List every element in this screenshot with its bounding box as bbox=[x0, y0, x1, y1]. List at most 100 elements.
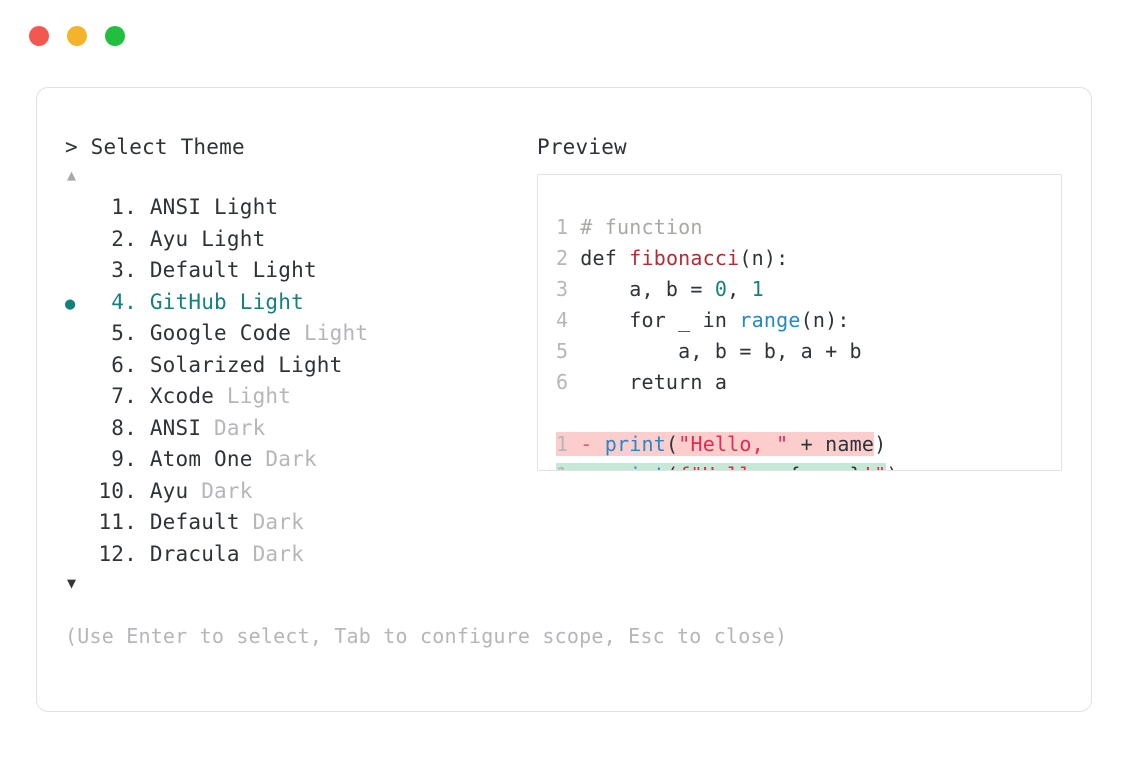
code-token: # function bbox=[580, 215, 703, 239]
theme-item-number: 9. bbox=[98, 447, 137, 471]
theme-item-number: 7. bbox=[98, 384, 137, 408]
theme-list-item[interactable]: 11. Default Dark bbox=[65, 507, 525, 539]
code-token: def bbox=[580, 246, 630, 270]
theme-list-item[interactable]: 7. Xcode Light bbox=[65, 381, 525, 413]
code-spacer bbox=[568, 432, 580, 456]
theme-list-item[interactable]: 6. Solarized Light bbox=[65, 350, 525, 382]
code-spacer bbox=[568, 308, 580, 332]
theme-item-name: Xcode bbox=[137, 384, 215, 408]
theme-item-name: Default bbox=[137, 510, 240, 534]
code-token: !" bbox=[862, 463, 886, 470]
theme-item-number: 4. bbox=[98, 289, 137, 314]
theme-item-number: 12. bbox=[98, 541, 137, 566]
diff-highlight: 1 + print(f"Hello, {name}!" bbox=[556, 460, 887, 470]
code-line: 1 # function bbox=[556, 212, 899, 243]
theme-item-variant: Dark bbox=[188, 478, 253, 503]
code-token: ) bbox=[886, 463, 898, 470]
code-blank-line bbox=[556, 398, 899, 429]
line-number: 1 bbox=[556, 432, 569, 456]
code-token: print bbox=[605, 463, 666, 470]
code-line: 3 a, b = 0, 1 bbox=[556, 274, 899, 305]
theme-item-name: GitHub Light bbox=[137, 289, 304, 314]
diff-sign: + bbox=[580, 463, 592, 470]
line-number: 4 bbox=[556, 308, 569, 332]
preview-column: Preview bbox=[537, 132, 1067, 162]
code-token: return a bbox=[580, 370, 728, 394]
theme-item-variant: Light bbox=[291, 321, 369, 345]
theme-list-item[interactable]: 5. Google Code Light bbox=[65, 318, 525, 350]
line-number: 1 bbox=[556, 215, 569, 239]
code-line: 2 def fibonacci(n): bbox=[556, 243, 899, 274]
code-token: print bbox=[604, 432, 666, 456]
theme-item-name: Google Code bbox=[137, 321, 292, 345]
code-spacer bbox=[568, 246, 580, 270]
window-titlebar bbox=[0, 0, 1129, 72]
theme-list-item[interactable]: 9. Atom One Dark bbox=[65, 444, 525, 476]
code-token: (n): bbox=[800, 308, 850, 332]
diff-sign: - bbox=[580, 432, 593, 456]
theme-item-number: 11. bbox=[98, 510, 137, 534]
code-spacer bbox=[593, 463, 605, 470]
theme-item-variant: Dark bbox=[252, 447, 317, 471]
code-token: a, b = b, a + b bbox=[580, 339, 862, 363]
code-spacer bbox=[568, 277, 580, 301]
code-token: f"Hello, bbox=[678, 463, 788, 470]
line-number: 3 bbox=[556, 277, 569, 301]
line-number: 2 bbox=[556, 246, 569, 270]
code-token: 1 bbox=[751, 277, 764, 301]
theme-item-name: ANSI bbox=[137, 415, 202, 440]
preview-label: Preview bbox=[537, 135, 627, 159]
code-token: fibonacci bbox=[629, 246, 740, 270]
code-spacer bbox=[568, 370, 580, 394]
theme-item-name: ANSI Light bbox=[137, 195, 279, 219]
line-number: 1 bbox=[556, 460, 568, 470]
page-title: > Select Theme bbox=[65, 135, 245, 159]
theme-list-item[interactable]: 10. Ayu Dark bbox=[65, 476, 525, 508]
code-token: "Hello, " bbox=[678, 432, 789, 456]
theme-list-item[interactable]: ● 4. GitHub Light bbox=[65, 287, 525, 319]
theme-selector-column: > Select Theme ▲ 1. ANSI Light 2. Ayu Li… bbox=[65, 132, 525, 596]
code-spacer bbox=[593, 432, 605, 456]
code-line: 6 return a bbox=[556, 367, 899, 398]
theme-item-number: 1. bbox=[98, 195, 137, 219]
zoom-window-button[interactable] bbox=[105, 26, 125, 46]
minimize-window-button[interactable] bbox=[67, 26, 87, 46]
scroll-up-indicator-icon[interactable]: ▲ bbox=[67, 166, 77, 184]
theme-list-item[interactable]: 2. Ayu Light bbox=[65, 224, 525, 256]
theme-item-name: Atom One bbox=[137, 447, 253, 471]
theme-item-name: Dracula bbox=[137, 541, 240, 566]
theme-item-variant: Dark bbox=[239, 541, 304, 566]
theme-item-name: Ayu bbox=[137, 478, 189, 503]
code-token: , bbox=[727, 277, 752, 301]
code-token: a, b = bbox=[580, 277, 715, 301]
keyboard-hint: (Use Enter to select, Tab to configure s… bbox=[65, 624, 788, 648]
theme-picker-card: > Select Theme ▲ 1. ANSI Light 2. Ayu Li… bbox=[36, 87, 1092, 712]
code-token: for _ in bbox=[580, 308, 740, 332]
theme-item-number: 2. bbox=[98, 226, 137, 251]
theme-list-item[interactable]: 12. Dracula Dark bbox=[65, 539, 525, 571]
diff-line-del: 1 - print("Hello, " + name) bbox=[556, 429, 899, 460]
code-token: + name bbox=[788, 432, 875, 456]
diff-highlight: 1 - print("Hello, " + name bbox=[556, 432, 875, 456]
code-token: {name} bbox=[788, 463, 861, 470]
theme-list-item[interactable]: 1. ANSI Light bbox=[65, 192, 525, 224]
diff-line-add: 1 + print(f"Hello, {name}!") bbox=[556, 460, 899, 470]
theme-list-item[interactable]: 8. ANSI Dark bbox=[65, 413, 525, 445]
theme-item-variant: Dark bbox=[239, 510, 304, 534]
theme-item-number: 6. bbox=[98, 352, 137, 377]
theme-item-number: 5. bbox=[98, 321, 137, 345]
close-window-button[interactable] bbox=[29, 26, 49, 46]
scroll-down-indicator-icon[interactable]: ▼ bbox=[67, 574, 77, 592]
theme-item-name: Default Light bbox=[137, 258, 317, 282]
theme-item-number: 10. bbox=[98, 478, 137, 503]
code-spacer bbox=[568, 215, 580, 239]
code-spacer bbox=[568, 339, 580, 363]
code-token: ) bbox=[874, 432, 887, 456]
theme-list[interactable]: 1. ANSI Light 2. Ayu Light 3. Default Li… bbox=[65, 192, 525, 570]
line-number: 6 bbox=[556, 370, 569, 394]
code-token: ( bbox=[665, 432, 679, 456]
theme-list-item[interactable]: 3. Default Light bbox=[65, 255, 525, 287]
theme-item-variant: Dark bbox=[201, 415, 266, 440]
